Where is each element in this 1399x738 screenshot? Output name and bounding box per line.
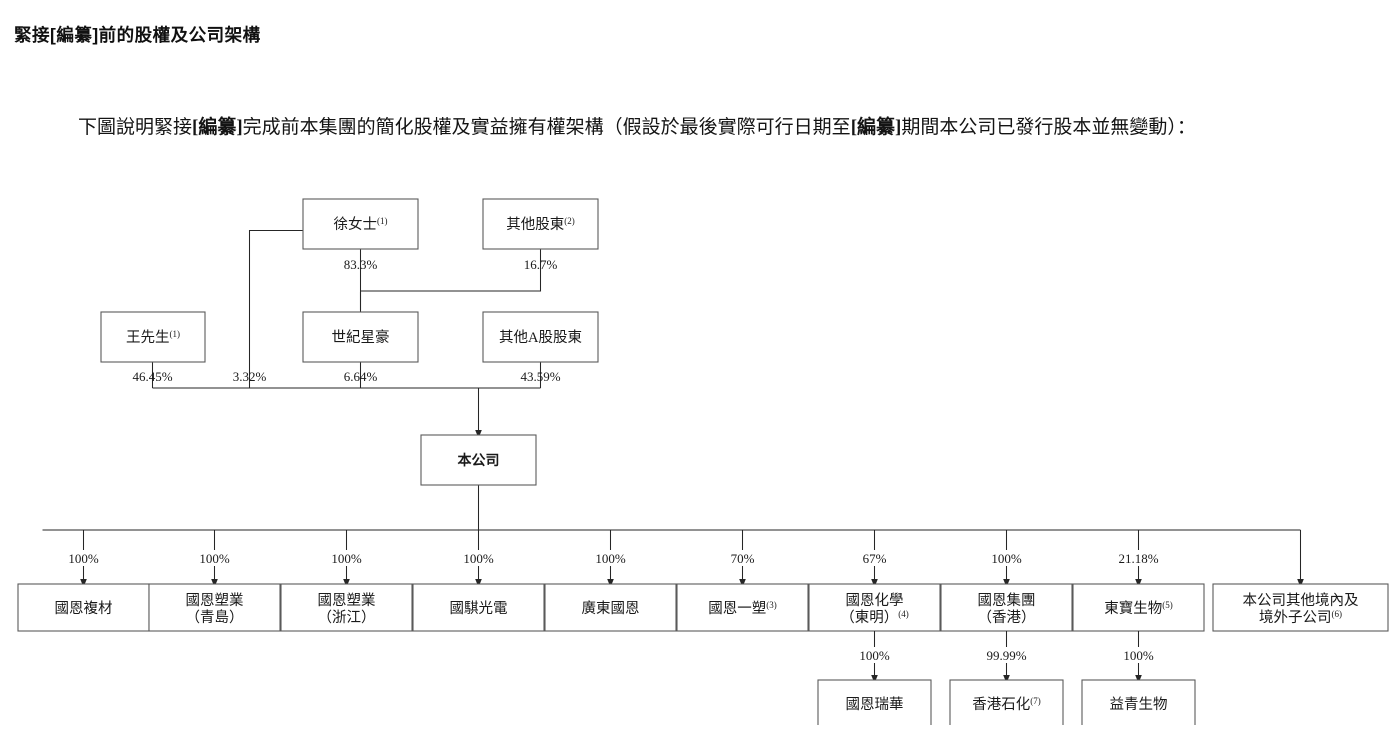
node-other-holders-box[interactable] [482, 198, 599, 250]
node-century-xinghao[interactable]: 世紀星豪 [302, 311, 419, 363]
intro-paragraph: 下圖說明緊接[編纂]完成前本集團的簡化股權及實益擁有權架構（假設於最後實際可行日… [14, 111, 1388, 145]
node-wang-box[interactable] [100, 311, 206, 363]
node-xu[interactable]: 徐女士(1) [302, 198, 419, 250]
subsidiary-box-9[interactable] [1212, 583, 1389, 632]
pct-othera-to-company: 43.59% [520, 369, 560, 384]
pct-wang-to-company: 46.45% [132, 369, 172, 384]
page-title: 緊接[編纂]前的股權及公司架構 [14, 25, 261, 45]
subsidiary-box-4[interactable] [544, 583, 677, 632]
edge-other-to-century [360, 249, 542, 292]
subsidiary-node-2[interactable]: 100% 國恩塑業 （浙江） [280, 530, 413, 632]
subsidiary-label-1-line1: 國恩塑業 [186, 592, 244, 609]
subsidiary-label-7-line1: 國恩集團 [978, 592, 1036, 609]
pct-subsidiary-8: 21.18% [1118, 551, 1158, 566]
subsidiary-node-9[interactable]: 本公司其他境內及 境外子公司(6) [1212, 530, 1389, 632]
node-xu-label: 徐女士(1) [334, 215, 388, 233]
subsidiary-label-8: 東寶生物(5) [1104, 599, 1173, 617]
node-other-a-share[interactable]: 其他A股股東 [482, 311, 599, 363]
subsidiary-label-3: 國騏光電 [450, 600, 508, 617]
subsidiary-box-3[interactable] [412, 583, 545, 632]
node-the-company[interactable]: 本公司 [420, 434, 537, 486]
subsidiary-node-8[interactable]: 21.18% 東寶生物(5) [1072, 530, 1205, 632]
subsidiary-box-1[interactable] [148, 583, 281, 632]
subsidiary-label-0: 國恩複材 [55, 600, 113, 617]
subsidiary-label-4: 廣東國恩 [582, 600, 640, 617]
pct-xu-to-company: 3.32% [233, 369, 267, 384]
pct-xu-to-century: 83.3% [344, 257, 378, 272]
subsidiary-label-2-line2: （浙江） [318, 609, 376, 626]
sub-subsidiary-node-1[interactable]: 99.99% 香港石化(7) [949, 631, 1064, 725]
intro-text-part-3: 期間本公司已發行股本並無變動）： [901, 117, 1196, 138]
subsidiary-label-1-line2: （青島） [186, 609, 244, 626]
subsidiary-box-6[interactable] [808, 583, 941, 632]
node-wang-label: 王先生(1) [126, 329, 180, 346]
node-the-company-box[interactable] [420, 434, 537, 486]
subsidiary-box-0[interactable] [17, 583, 150, 632]
pct-sub-subsidiary-1: 99.99% [986, 648, 1026, 663]
subsidiary-node-1[interactable]: 100% 國恩塑業 （青島） [148, 530, 281, 632]
redaction-marker-2: [編纂] [850, 117, 902, 138]
sub-subsidiary-node-0[interactable]: 100% 國恩瑞華 [817, 631, 932, 725]
subsidiary-box-5[interactable] [676, 583, 809, 632]
node-the-company-label: 本公司 [458, 452, 500, 468]
subsidiary-box-2[interactable] [280, 583, 413, 632]
node-other-holders-label: 其他股東(2) [506, 216, 575, 233]
pct-subsidiary-2: 100% [331, 551, 362, 566]
node-wang[interactable]: 王先生(1) [100, 311, 206, 363]
subsidiary-box-8[interactable] [1072, 583, 1205, 632]
connector-lines [42, 229, 1301, 531]
pct-subsidiary-6: 67% [863, 551, 887, 566]
subsidiary-node-4[interactable]: 100% 廣東國恩 [544, 530, 677, 632]
intro-text-part-1: 下圖說明緊接 [78, 117, 193, 138]
pct-sub-subsidiary-0: 100% [859, 648, 890, 663]
pct-subsidiary-5: 70% [731, 551, 755, 566]
subsidiary-label-9-line1: 本公司其他境內及 [1243, 591, 1359, 609]
node-century-label: 世紀星豪 [332, 329, 390, 346]
subsidiary-node-5[interactable]: 70% 國恩一塑(3) [676, 530, 809, 632]
subsidiary-node-6[interactable]: 67% 國恩化學 （東明）(4) [808, 530, 941, 632]
pct-subsidiary-0: 100% [68, 551, 99, 566]
sub-subsidiary-box-2[interactable] [1081, 679, 1196, 725]
intro-text-part-2: 完成前本集團的簡化股權及實益擁有權架構（假設於最後實際可行日期至 [242, 117, 851, 138]
sub-subsidiary-row: 100% 國恩瑞華 99.99% 香港石化(7) 100% 益青生物 [817, 631, 1196, 725]
pct-subsidiary-3: 100% [463, 551, 494, 566]
node-xu-box[interactable] [302, 198, 419, 250]
sub-subsidiary-label-1: 香港石化(7) [972, 696, 1041, 713]
subsidiary-row: 100% 國恩複材 100% 國恩塑業 （青島） 100% 國恩塑業 （浙江） [17, 530, 1389, 632]
subsidiary-node-3[interactable]: 100% 國騏光電 [412, 530, 545, 632]
subsidiary-node-0[interactable]: 100% 國恩複材 [17, 530, 150, 632]
pct-sub-subsidiary-2: 100% [1123, 648, 1154, 663]
pct-subsidiary-4: 100% [595, 551, 626, 566]
subsidiary-label-6-line1: 國恩化學 [846, 591, 904, 609]
pct-century-to-company: 6.64% [344, 369, 378, 384]
sub-subsidiary-box-1[interactable] [949, 679, 1064, 725]
edge-xu-to-company-riser [248, 229, 303, 388]
redaction-marker-1: [編纂] [192, 117, 243, 138]
sub-subsidiary-node-2[interactable]: 100% 益青生物 [1081, 631, 1196, 725]
node-other-holders[interactable]: 其他股東(2) [482, 198, 599, 250]
node-other-a-share-box[interactable] [482, 311, 599, 363]
sub-subsidiary-label-0: 國恩瑞華 [846, 696, 904, 713]
sub-subsidiary-label-2: 益青生物 [1110, 696, 1168, 713]
subsidiary-node-7[interactable]: 100% 國恩集團 （香港） [940, 530, 1073, 632]
pct-subsidiary-1: 100% [199, 551, 230, 566]
node-century-box[interactable] [302, 311, 419, 363]
sub-subsidiary-box-0[interactable] [817, 679, 932, 725]
subsidiary-label-9-line2: 境外子公司(6) [1259, 608, 1342, 626]
pct-subsidiary-7: 100% [991, 551, 1022, 566]
organization-chart: 徐女士(1) 其他股東(2) 83.3% 16.7% 王先生(1) 世紀星豪 其… [0, 185, 1399, 725]
subsidiary-label-5: 國恩一塑(3) [708, 600, 777, 617]
subsidiary-label-6-line2: （東明）(4) [840, 609, 909, 626]
subsidiary-label-2-line1: 國恩塑業 [318, 592, 376, 609]
node-other-a-share-label: 其他A股股東 [499, 329, 582, 346]
subsidiary-box-7[interactable] [940, 583, 1073, 632]
pct-other-to-century: 16.7% [524, 257, 558, 272]
subsidiary-label-7-line2: （香港） [978, 609, 1036, 626]
